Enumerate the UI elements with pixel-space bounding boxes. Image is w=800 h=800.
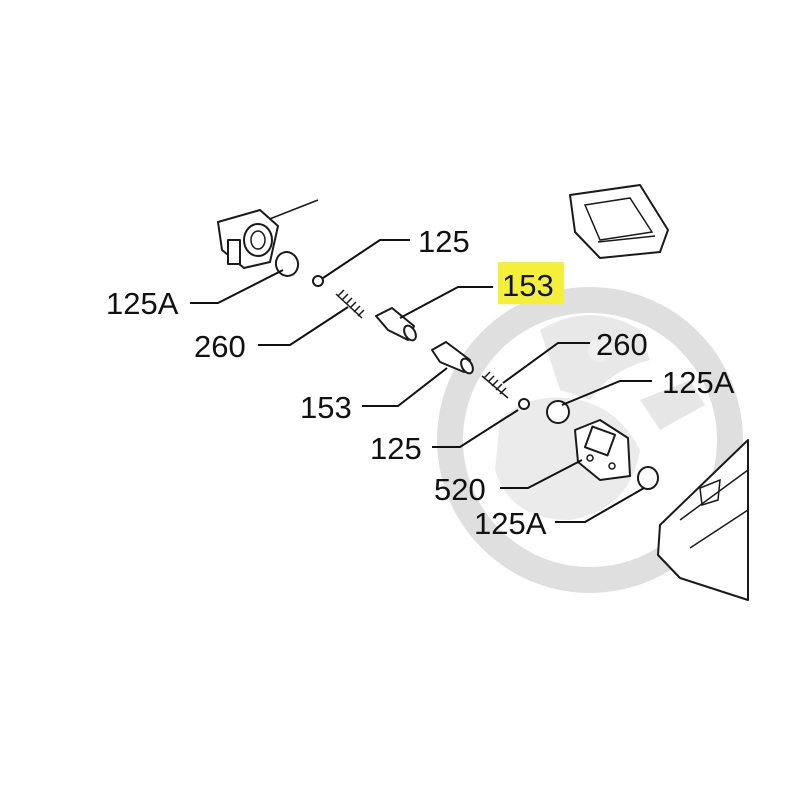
label-125a-right: 125A — [662, 365, 735, 400]
appliance-corner-top — [569, 184, 669, 259]
valve-pin-153-lower — [431, 341, 474, 375]
o-ring-125a-left — [274, 251, 300, 277]
bracket-520 — [574, 419, 631, 481]
label-153-lower: 153 — [300, 390, 352, 425]
o-ring-125a-lower — [637, 466, 659, 490]
leader-lines — [190, 239, 652, 523]
label-153-highlighted[interactable]: 153 — [502, 268, 554, 303]
spring-260-upper — [335, 289, 365, 319]
watermark-ring-logo-icon — [437, 287, 743, 593]
appliance-corner-bottom — [657, 439, 749, 601]
label-125-lower: 125 — [370, 431, 422, 466]
label-125a-bottom: 125A — [474, 506, 547, 541]
spring-260-lower — [481, 371, 509, 399]
label-260-left: 260 — [194, 329, 246, 364]
highlight-box — [498, 262, 564, 304]
label-125a-left: 125A — [106, 286, 179, 321]
label-125-top: 125 — [418, 224, 470, 259]
label-520: 520 — [434, 472, 486, 507]
label-260-right: 260 — [596, 327, 648, 362]
small-ring-125-top — [312, 275, 324, 287]
o-ring-125a-mid — [546, 400, 570, 424]
small-ring-125-lower — [518, 398, 530, 410]
valve-pin-153-upper — [375, 307, 417, 342]
left-bracket-housing — [217, 199, 319, 269]
